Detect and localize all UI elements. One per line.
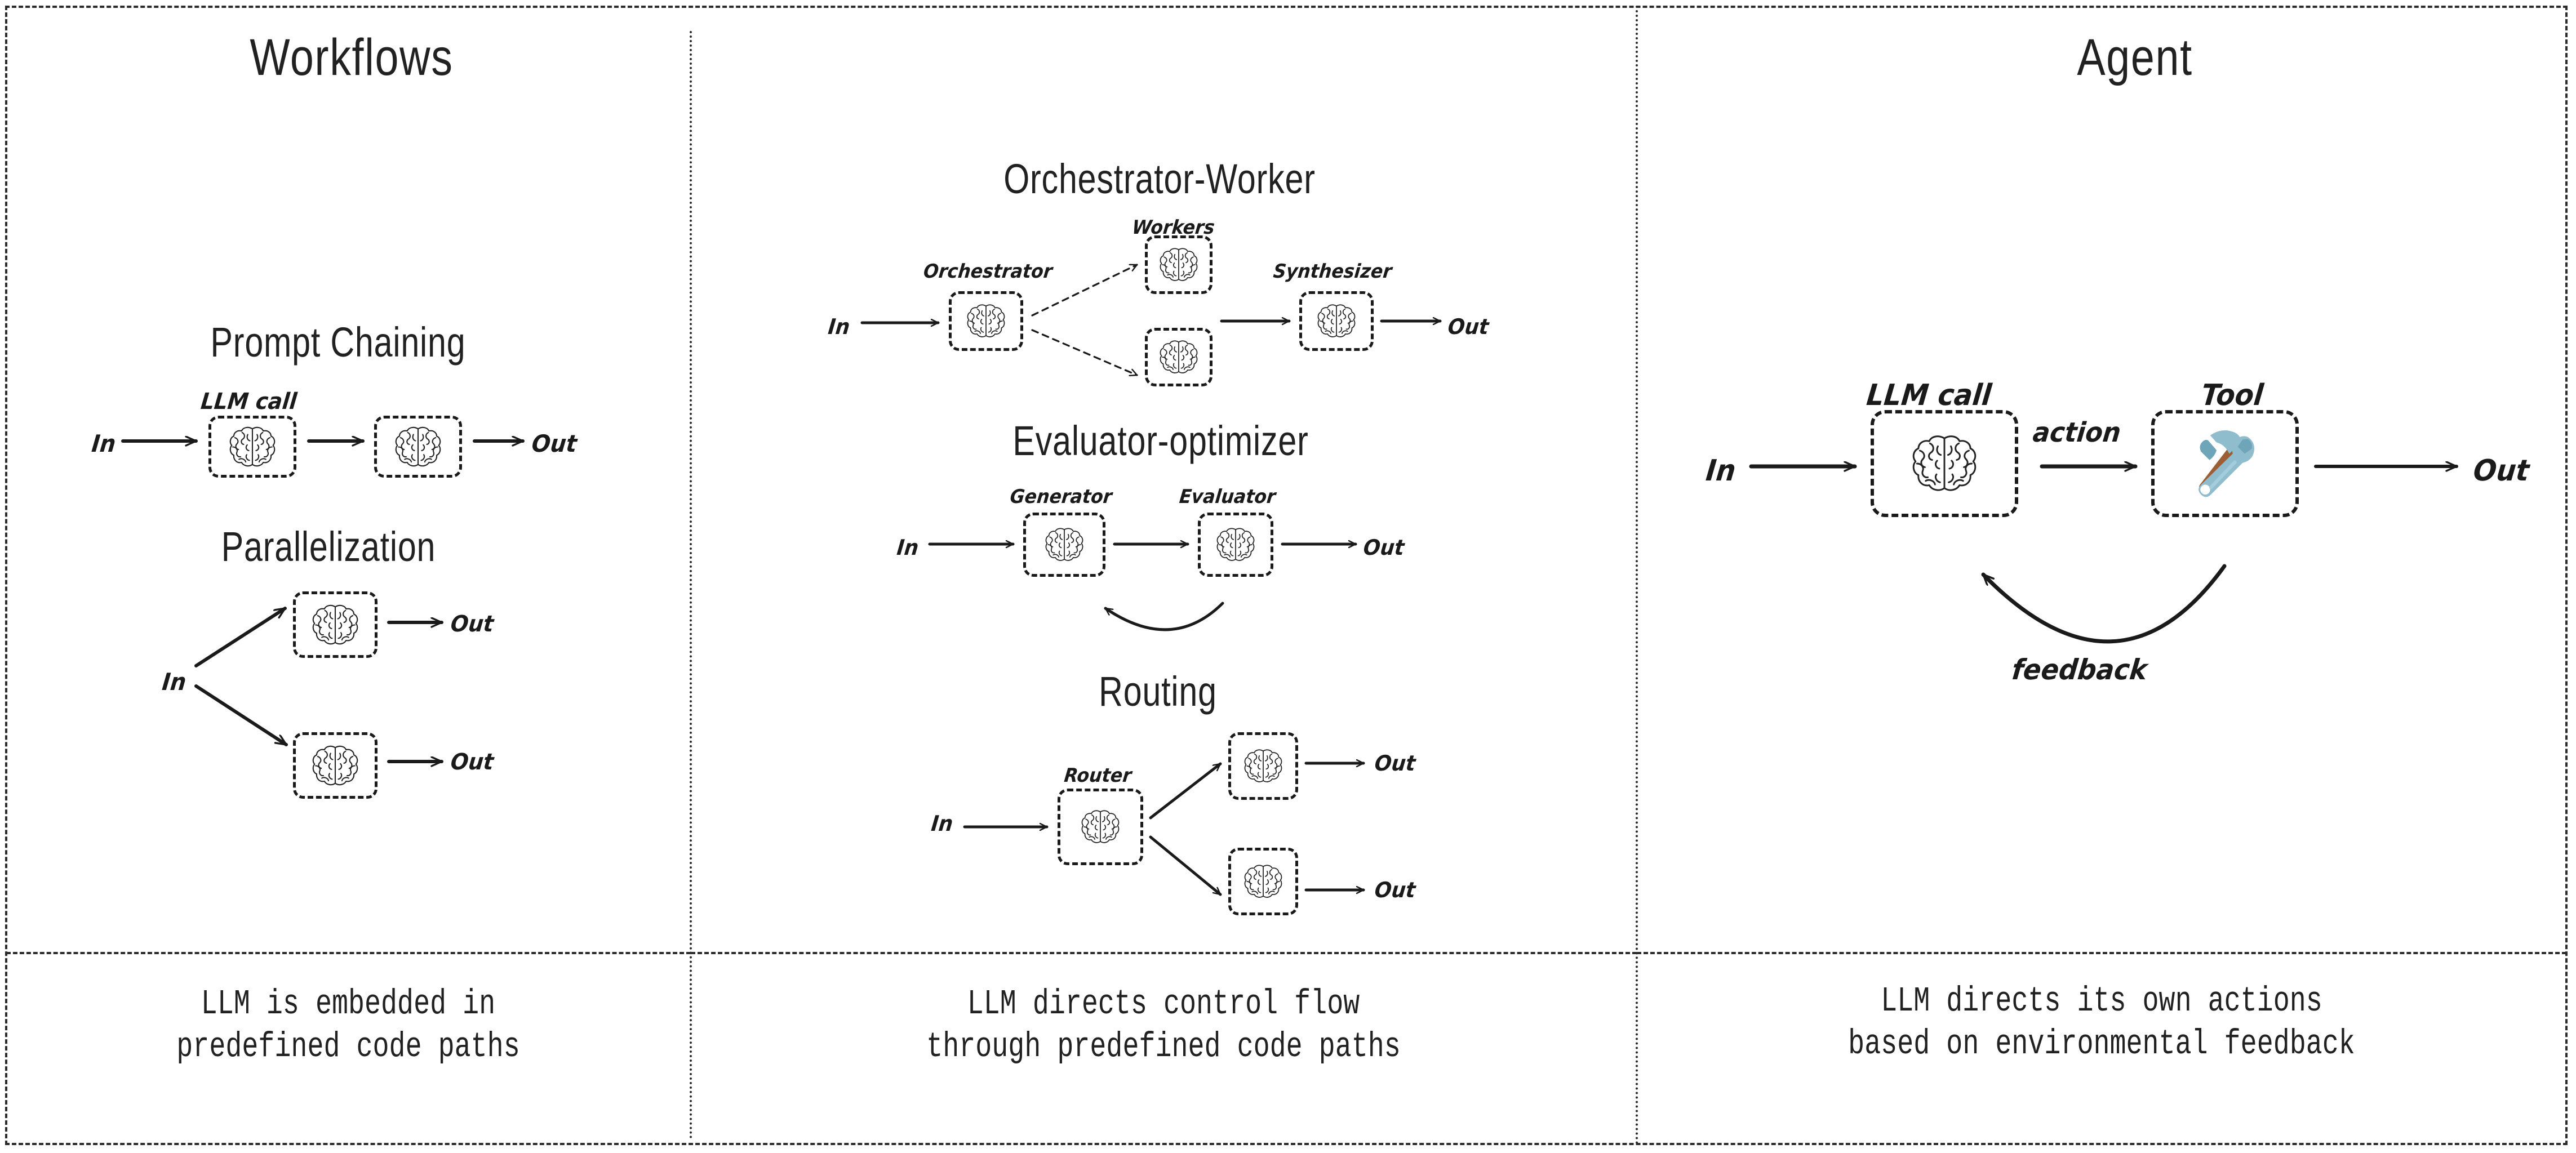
label-in-agent: In xyxy=(1704,454,1738,488)
brain-icon xyxy=(309,744,361,787)
caption-workflows-left: LLM is embedded in predefined code paths xyxy=(176,984,520,1067)
brain-icon xyxy=(226,425,278,469)
label-llm-call-chaining: LLM call xyxy=(199,389,299,415)
node-agent-llm-call xyxy=(1871,410,2018,517)
brain-icon xyxy=(309,603,361,647)
node-worker-2 xyxy=(1145,328,1213,386)
label-out-evaluator-optimizer: Out xyxy=(1362,535,1406,560)
node-llm-call-1 xyxy=(208,416,296,478)
brain-icon xyxy=(1315,303,1358,339)
pattern-title-routing: Routing xyxy=(1099,668,1217,715)
node-orchestrator xyxy=(949,291,1023,351)
label-in-routing: In xyxy=(930,811,954,836)
label-orchestrator: Orchestrator xyxy=(922,260,1054,283)
node-route-target-2 xyxy=(1228,848,1298,915)
column-title-agent: Agent xyxy=(2077,29,2193,86)
brain-icon xyxy=(1908,433,1980,494)
brain-icon xyxy=(1079,809,1122,845)
node-llm-call-2 xyxy=(374,416,462,478)
brain-icon xyxy=(392,425,444,469)
column-divider-right xyxy=(1636,6,1638,1145)
pattern-title-orchestrator-worker: Orchestrator-Worker xyxy=(1003,155,1316,202)
label-out-parallel-2: Out xyxy=(449,749,495,775)
label-llm-call-agent: LLM call xyxy=(1865,379,1993,412)
brain-icon xyxy=(1157,339,1200,375)
node-agent-tool xyxy=(2151,410,2299,517)
label-out-routing-1: Out xyxy=(1373,751,1417,776)
label-in-parallelization: In xyxy=(161,668,188,696)
brain-icon xyxy=(1043,527,1086,563)
node-parallel-branch-2 xyxy=(293,732,377,799)
caption-agent: LLM directs its own actions based on env… xyxy=(1848,981,2355,1064)
node-parallel-branch-1 xyxy=(293,591,377,658)
node-generator xyxy=(1023,513,1105,577)
node-synthesizer xyxy=(1299,291,1374,351)
label-out-prompt-chaining: Out xyxy=(530,430,579,457)
node-route-target-1 xyxy=(1228,732,1298,800)
label-in-prompt-chaining: In xyxy=(90,430,117,457)
label-out-orchestrator: Out xyxy=(1446,314,1490,339)
label-feedback: feedback xyxy=(2010,653,2149,686)
caption-divider-col3 xyxy=(1637,952,2566,954)
caption-workflows-middle: LLM directs control flow through predefi… xyxy=(926,984,1401,1067)
brain-icon xyxy=(965,303,1007,339)
brain-icon xyxy=(1157,247,1200,283)
column-title-workflows: Workflows xyxy=(250,29,454,86)
node-worker-1 xyxy=(1145,235,1213,294)
pattern-title-evaluator-optimizer: Evaluator-optimizer xyxy=(1012,417,1309,464)
caption-divider-col2 xyxy=(691,952,1637,954)
diagram-frame xyxy=(5,6,2568,1145)
label-out-routing-2: Out xyxy=(1373,878,1417,902)
label-action: action xyxy=(2031,417,2122,448)
label-synthesizer: Synthesizer xyxy=(1272,260,1393,283)
hammer-and-wrench-icon xyxy=(2183,421,2267,506)
label-out-parallel-1: Out xyxy=(449,611,495,637)
label-in-orchestrator: In xyxy=(827,314,851,339)
column-divider-left xyxy=(690,31,692,1139)
brain-icon xyxy=(1214,527,1257,563)
label-in-evaluator-optimizer: In xyxy=(895,535,920,560)
label-evaluator: Evaluator xyxy=(1178,486,1277,508)
pattern-title-prompt-chaining: Prompt Chaining xyxy=(210,319,466,366)
brain-icon xyxy=(1242,863,1285,900)
node-evaluator xyxy=(1198,513,1273,577)
label-tool: Tool xyxy=(2199,379,2265,412)
node-router xyxy=(1058,789,1143,865)
label-out-agent: Out xyxy=(2471,454,2531,488)
pattern-title-parallelization: Parallelization xyxy=(221,523,436,570)
caption-divider-col1 xyxy=(6,952,691,954)
label-router: Router xyxy=(1063,764,1133,787)
label-generator: Generator xyxy=(1009,486,1113,508)
brain-icon xyxy=(1242,748,1285,784)
